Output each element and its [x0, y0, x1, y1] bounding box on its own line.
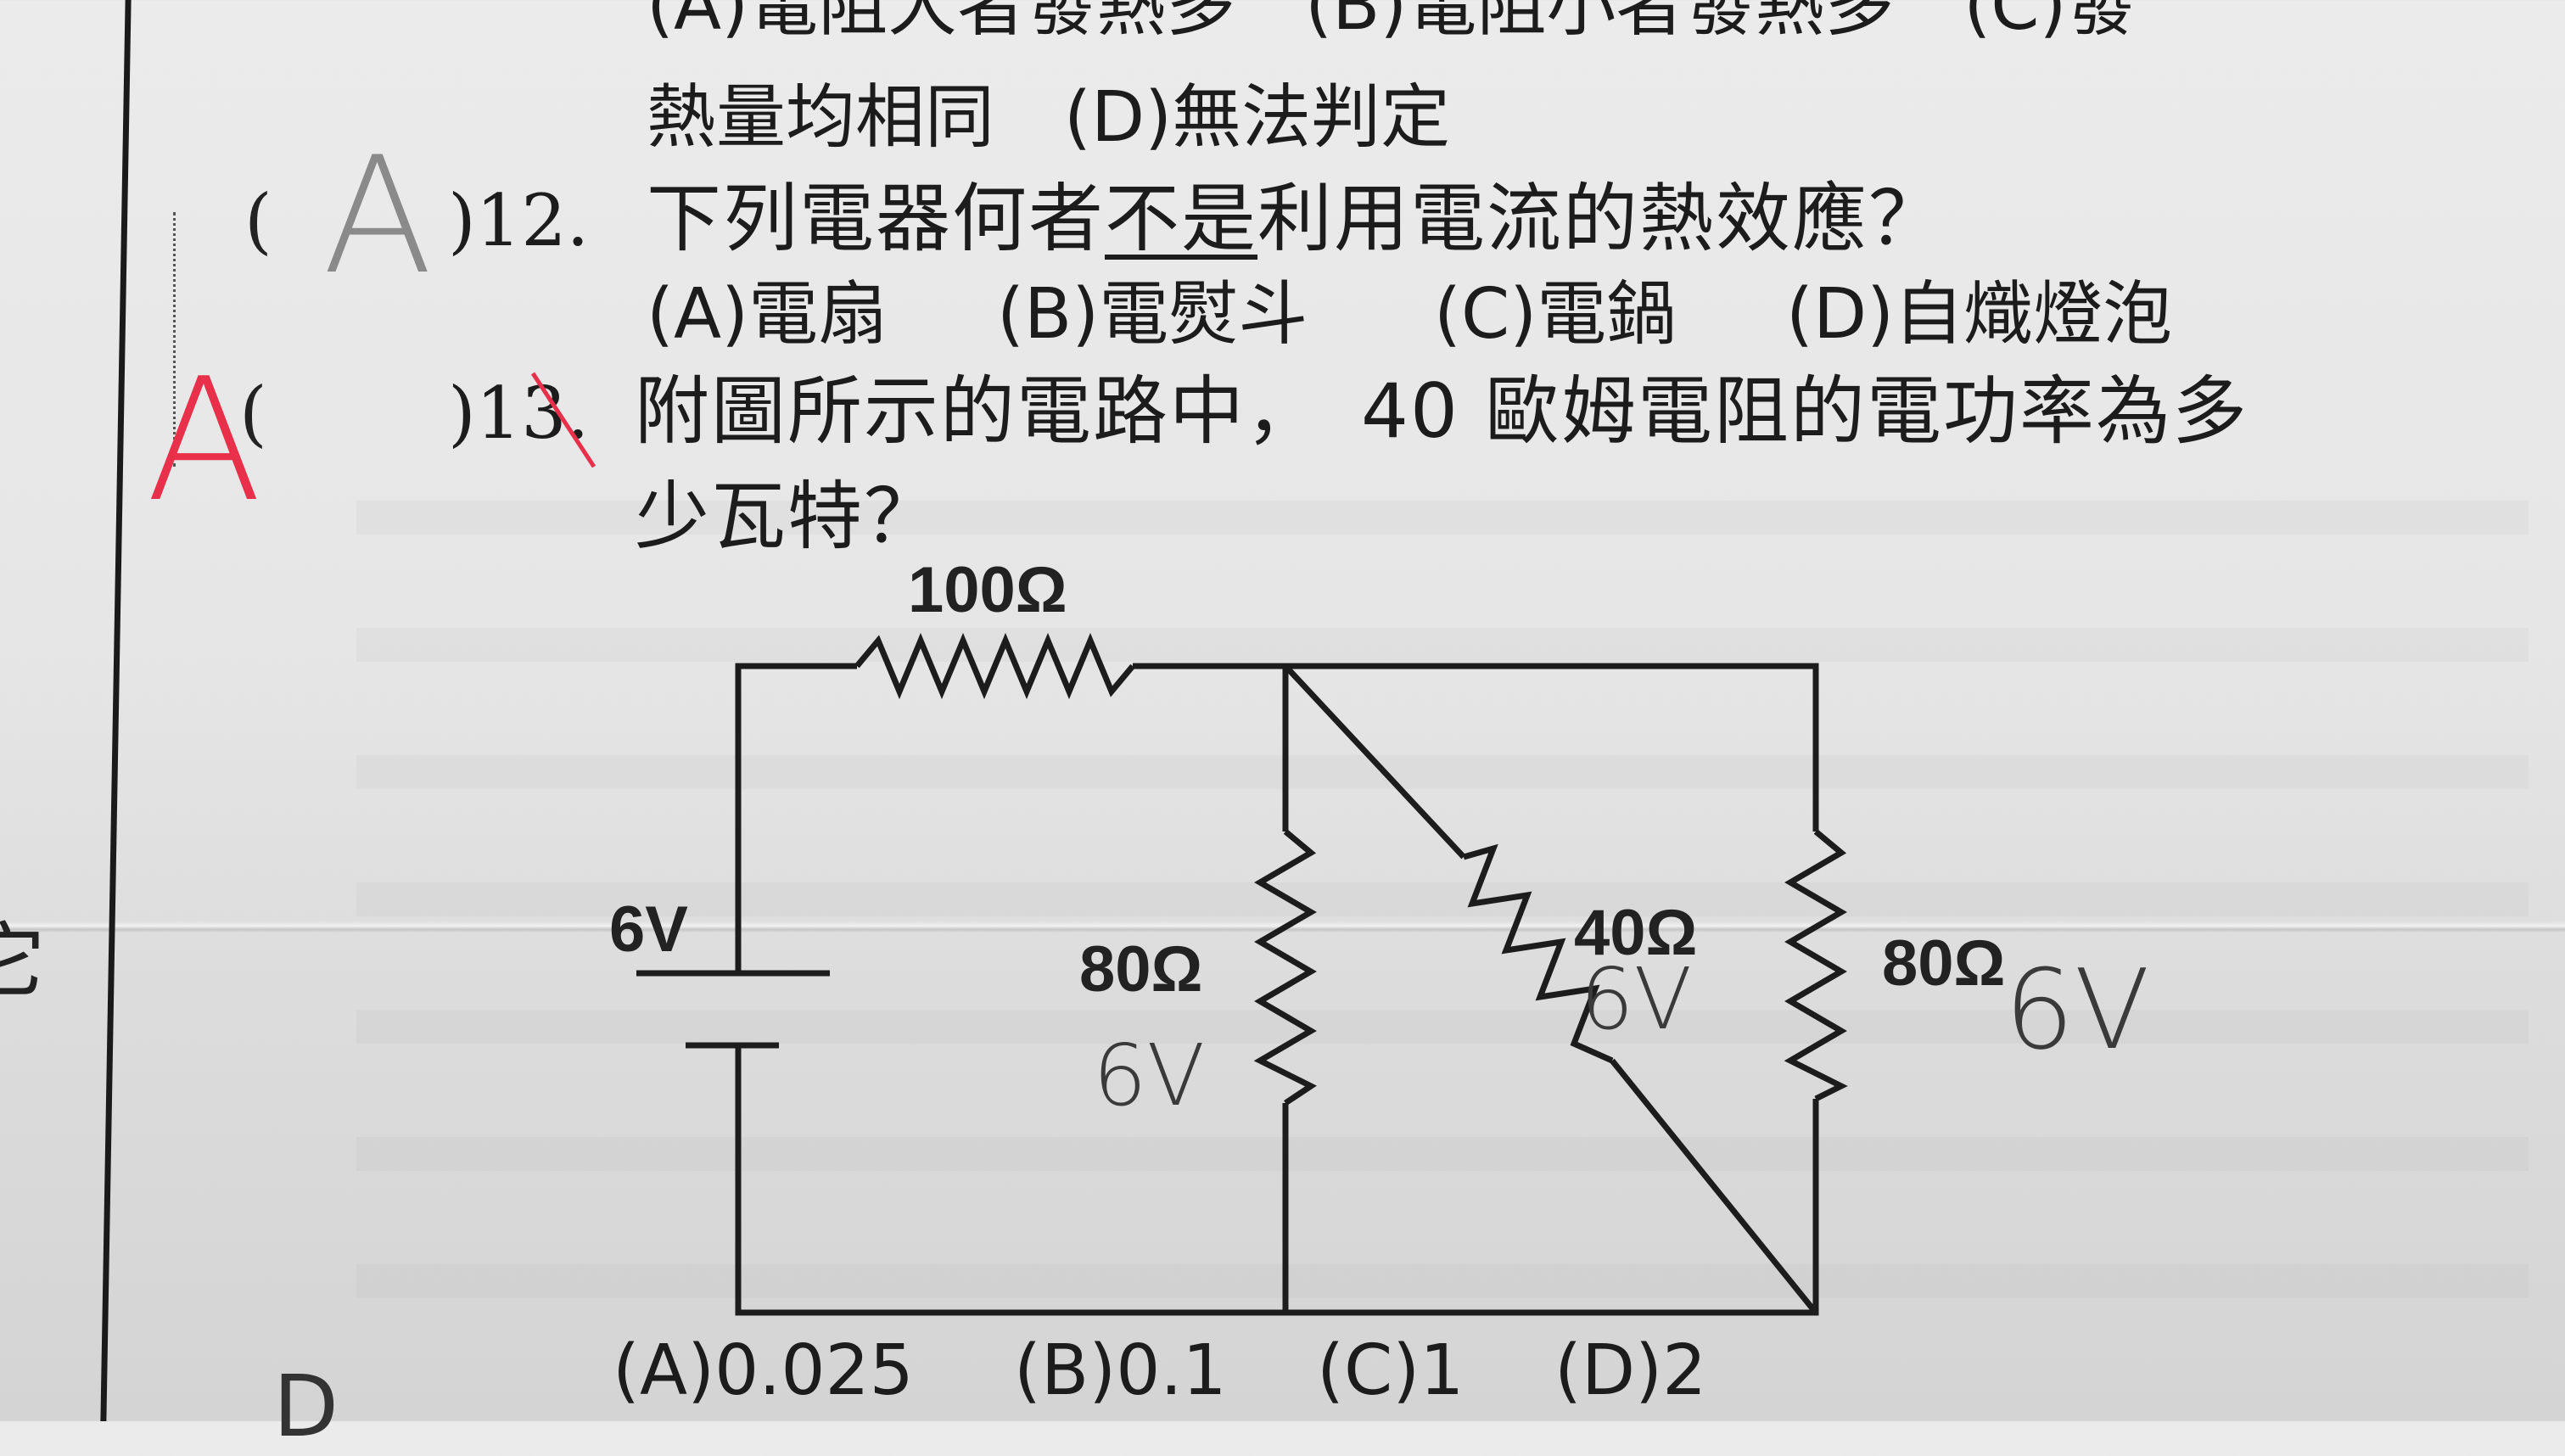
q13-paren-open: (	[239, 372, 267, 455]
edge-glyph-left: 它	[0, 914, 46, 1009]
q12-text-underlined: 不是	[1105, 175, 1258, 262]
wire-top	[1133, 663, 1819, 832]
prev-options-line2: 熱量均相同 (D)無法判定	[647, 77, 1451, 158]
q12-option-c: (C)電鍋	[1434, 274, 1677, 355]
label-40-ohm: 40Ω	[1574, 897, 1698, 969]
label-80-ohm-right: 80Ω	[1882, 927, 2006, 1000]
q13-option-b: (B)0.1	[1014, 1330, 1227, 1411]
resistor-80-ohm-right	[1784, 829, 1848, 1102]
q12-paren-open: (	[244, 179, 272, 262]
note-6v-left: 6V	[1093, 1026, 1206, 1125]
q13-number: )13.	[448, 372, 590, 455]
resistor-40-ohm	[1463, 843, 1614, 1064]
wire-bottom	[735, 1045, 1819, 1316]
resistor-100-ohm	[854, 632, 1135, 700]
dotted-margin-mark	[173, 212, 176, 467]
q13-option-d: (D)2	[1554, 1330, 1707, 1411]
prev-options-line1: (A)電阻大者發熱多 (B)電阻小者發熱多 (C)發	[647, 0, 2137, 46]
q12-text-before: 下列電器何者	[647, 175, 1106, 262]
q12-option-d: (D)自熾燈泡	[1786, 274, 2173, 355]
bottom-partial-letter: D	[273, 1357, 339, 1456]
circuit-diagram	[530, 372, 1848, 1316]
label-80-ohm-left: 80Ω	[1079, 933, 1203, 1005]
battery-label: 6V	[609, 893, 688, 966]
q12-number: )12.	[448, 179, 590, 262]
note-6v-right: 6V	[2004, 945, 2150, 1074]
wire-diag-bottom	[1610, 1058, 1818, 1315]
q12-handwritten-answer: A	[322, 122, 433, 310]
q12-option-a: (A)電扇	[647, 274, 888, 355]
label-100-ohm: 100Ω	[908, 554, 1067, 626]
bleed-through-text	[356, 407, 2529, 1358]
q12-text-after: 利用電流的熱效應？	[1257, 175, 1946, 262]
wire-diag-top	[1283, 664, 1466, 860]
q13-text-line2: 少瓦特？	[635, 473, 941, 560]
wire-left-top	[735, 663, 857, 973]
resistor-80-ohm-left	[1253, 829, 1317, 1106]
q13-option-a: (A)0.025	[613, 1330, 914, 1411]
note-6v-diag: 6V	[1580, 949, 1693, 1049]
q13-option-c: (C)1	[1317, 1330, 1465, 1411]
q13-red-answer-mark: A	[146, 342, 262, 540]
q12-option-b: (B)電熨斗	[997, 274, 1308, 355]
red-slash-mark	[530, 372, 596, 468]
q12-question: 下列電器何者不是利用電流的熱效應？	[647, 182, 1945, 256]
q13-text-line1: 附圖所示的電路中， 40 歐姆電阻的電功率為多	[635, 367, 2249, 455]
